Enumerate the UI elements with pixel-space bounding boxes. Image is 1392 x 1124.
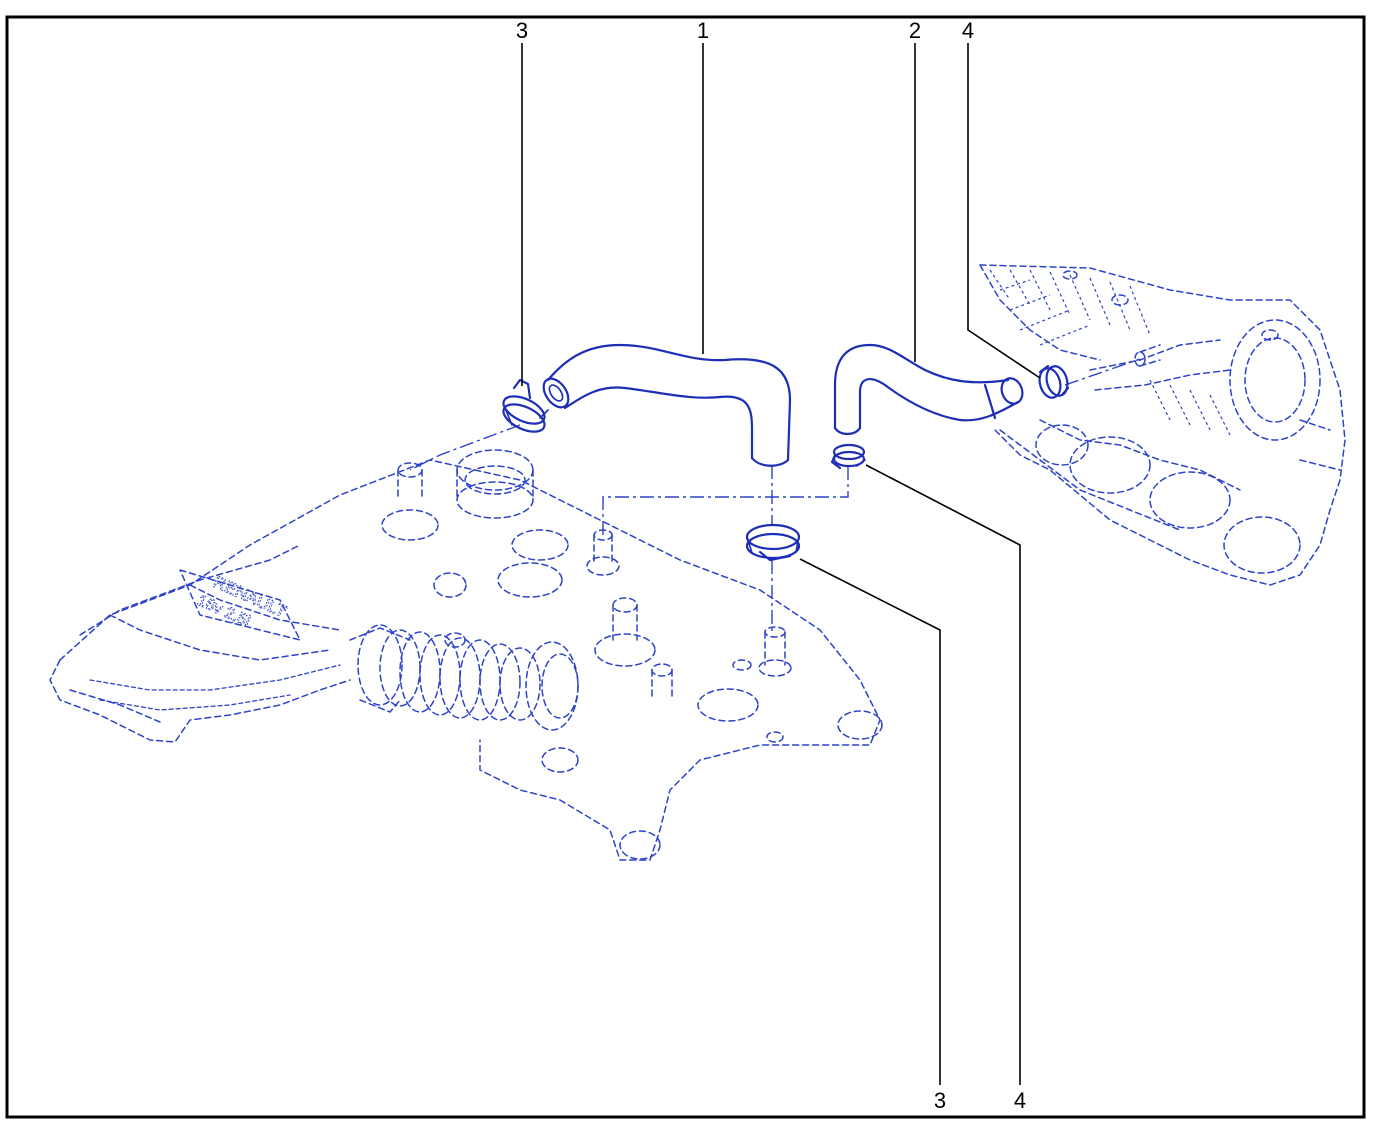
hose-clip-4-bottom[interactable] bbox=[830, 443, 866, 470]
callout-label-top-1: 1 bbox=[697, 18, 709, 43]
cover-bosses bbox=[381, 462, 883, 860]
cover-logo-text: RENAULT 16v 2,5l bbox=[194, 572, 290, 631]
leader-bottom-4 bbox=[865, 464, 1021, 1085]
manifold-breather-spigot bbox=[1134, 344, 1161, 367]
breather-spigot-rear bbox=[758, 626, 792, 677]
intake-manifold bbox=[979, 264, 1346, 586]
hose-clip-4-top[interactable] bbox=[1036, 364, 1070, 400]
callout-labels: 3 1 2 4 3 4 bbox=[516, 18, 1026, 1113]
hose-clip-3-top[interactable] bbox=[499, 378, 549, 437]
callout-label-bottom-3: 3 bbox=[934, 1088, 946, 1113]
diagram-frame bbox=[5, 15, 1366, 1119]
engine-top-cover: RENAULT 16v 2,5l bbox=[49, 449, 883, 861]
breather-hose-2[interactable] bbox=[833, 343, 1026, 436]
callout-label-top-3: 3 bbox=[516, 18, 528, 43]
oil-filler-neck bbox=[456, 449, 534, 519]
leader-bottom-3 bbox=[799, 558, 941, 1085]
callout-label-bottom-4: 4 bbox=[1014, 1088, 1026, 1113]
hose-clip-3-bottom[interactable] bbox=[745, 523, 801, 562]
intake-bellows bbox=[349, 624, 579, 731]
callout-label-top-4: 4 bbox=[962, 18, 974, 43]
callout-leaders bbox=[521, 43, 1041, 1085]
breather-spigot-front bbox=[586, 529, 620, 576]
callout-label-top-2: 2 bbox=[909, 18, 921, 43]
assembly-axes bbox=[409, 358, 1141, 632]
breather-hose-1[interactable] bbox=[539, 343, 792, 467]
leader-top-4 bbox=[967, 43, 1041, 379]
